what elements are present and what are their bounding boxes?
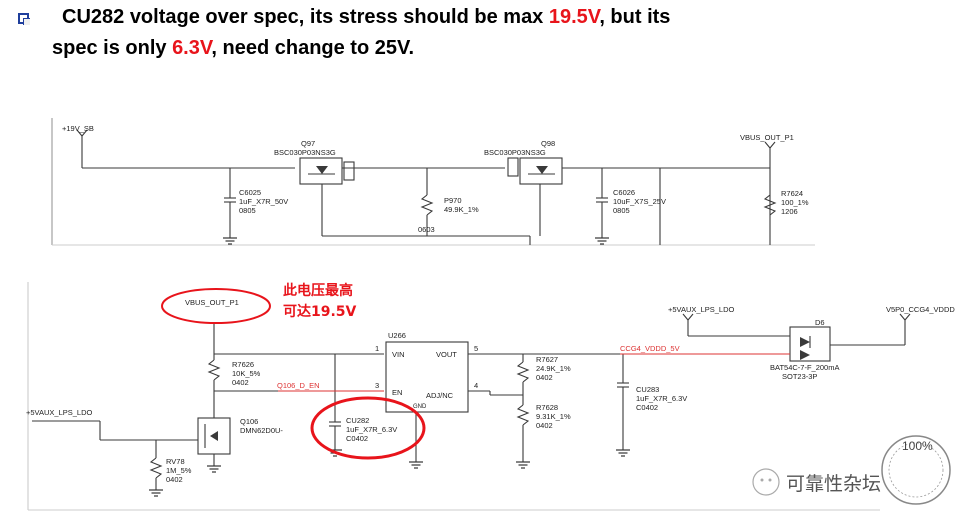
r7624-ref: R7624 (781, 189, 803, 198)
q97-mosfet-symbol (299, 157, 343, 185)
cu282-highlight-circle (310, 396, 426, 460)
d6-ref: D6 (815, 318, 825, 327)
u266-ic-symbol (385, 341, 469, 413)
q97-ref: Q97 (301, 139, 315, 148)
u266-ref: U266 (388, 331, 406, 340)
v5p0-label: V5P0_CCG4_VDDD (886, 305, 955, 314)
c6025-package: 0805 (239, 206, 256, 215)
vaux-right-label: +5VAUX_LPS_LDO (668, 305, 735, 314)
r7627-ref: R7627 (536, 355, 558, 364)
square-bullet-icon (18, 13, 30, 25)
cu282-package: C0402 (346, 434, 368, 443)
vbus-highlight-ellipse (161, 288, 271, 324)
pin-number: 4 (474, 381, 478, 390)
pin-number: 3 (375, 381, 379, 390)
header-text: spec is only (52, 37, 173, 59)
cu283-package: C0402 (636, 403, 658, 412)
header-text: CU282 voltage over spec, its stress shou… (62, 6, 549, 28)
u266-pin-adj: ADJ/NC (426, 391, 454, 400)
header-text: , need change to 25V. (211, 37, 415, 59)
watermark-stamp (881, 435, 951, 505)
watermark-brand: 可靠性杂坛 (786, 473, 881, 495)
bottom-schematic-labels: VBUS_OUT_P1 此电压最高 可达19.5V R7626 10K_5% 0… (26, 282, 955, 484)
r7624-package: 1206 (781, 207, 798, 216)
wechat-icon-eye (760, 478, 764, 482)
rail-in-label: +19V_SB (62, 124, 94, 133)
rail-out-label: VBUS_OUT_P1 (740, 133, 794, 142)
c6025-value: 1uF_X7R_50V (239, 197, 288, 206)
d6-part: BAT54C-7-F_200mA (770, 363, 839, 372)
header-line-1: CU282 voltage over spec, its stress shou… (62, 6, 670, 29)
p970-value: 49.9K_1% (444, 205, 479, 214)
r7624-value: 100_1% (781, 198, 809, 207)
bottom-schematic (27, 282, 911, 511)
rv78-package: 0402 (166, 475, 183, 484)
c6026-package: 0805 (613, 206, 630, 215)
r7626-ref: R7626 (232, 360, 254, 369)
header-line-2: spec is only 6.3V, need change to 25V. (52, 37, 414, 60)
pin-number: 5 (474, 344, 478, 353)
r7626-value: 10K_5% (232, 369, 261, 378)
u266-pin-en: EN (392, 388, 402, 397)
c6026-value: 10uF_X7S_25V (613, 197, 666, 206)
p970-package: 0603 (418, 225, 435, 234)
q97-part: BSC030P03NS3G (274, 148, 336, 157)
vbus-label: VBUS_OUT_P1 (185, 298, 239, 307)
u266-pin-vin: VIN (392, 350, 405, 359)
cu282-ref: CU282 (346, 416, 369, 425)
r7626-package: 0402 (232, 378, 249, 387)
q98-mosfet-symbol (519, 157, 563, 185)
r7627-value: 24.9K_1% (536, 364, 571, 373)
cu283-value: 1uF_X7R_6.3V (636, 394, 687, 403)
q98-part: BSC030P03NS3G (484, 148, 546, 157)
header-highlight-spec: 6.3V (172, 37, 212, 59)
p970-ref: P970 (444, 196, 462, 205)
u266-pin-vout: VOUT (436, 350, 457, 359)
watermark: 可靠性杂坛 100% (752, 435, 951, 505)
d6-diode-symbol (789, 326, 831, 362)
annotation-line-1: 此电压最高 (283, 282, 353, 299)
c6025-ref: C6025 (239, 188, 261, 197)
q106-part: DMN62D0U- (240, 426, 283, 435)
watermark-stamp-text: 100% (902, 439, 933, 453)
u266-pin-gnd: GND (413, 404, 427, 410)
top-schematic-labels: +19V_SB VBUS_OUT_P1 Q97 BSC030P03NS3G Q9… (62, 124, 809, 234)
net-ccg4-label: CCG4_VDDD_5V (620, 344, 680, 353)
r7627-package: 0402 (536, 373, 553, 382)
r7628-value: 9.31K_1% (536, 412, 571, 421)
output-port-symbol (764, 141, 776, 149)
r7628-package: 0402 (536, 421, 553, 430)
header-highlight-max: 19.5V (548, 6, 600, 28)
pin-number: 1 (375, 344, 379, 353)
header-text: , but its (599, 6, 671, 28)
q98-ref: Q98 (541, 139, 555, 148)
annotation-line-2: 可达19.5V (283, 303, 357, 320)
r7628-ref: R7628 (536, 403, 558, 412)
top-schematic (51, 118, 815, 246)
vaux-left-label: +5VAUX_LPS_LDO (26, 408, 93, 417)
slide-header: CU282 voltage over spec, its stress shou… (0, 0, 975, 72)
c6026-ref: C6026 (613, 188, 635, 197)
rv78-ref: RV78 (166, 457, 185, 466)
cu283-ref: CU283 (636, 385, 659, 394)
net-q106-label: Q106_D_EN (277, 381, 320, 390)
d6-package: SOT23-3P (782, 372, 817, 381)
wechat-icon-eye (768, 478, 772, 482)
q106-ref: Q106 (240, 417, 258, 426)
wechat-icon (752, 468, 780, 496)
cu282-value: 1uF_X7R_6.3V (346, 425, 397, 434)
rv78-value: 1M_5% (166, 466, 192, 475)
